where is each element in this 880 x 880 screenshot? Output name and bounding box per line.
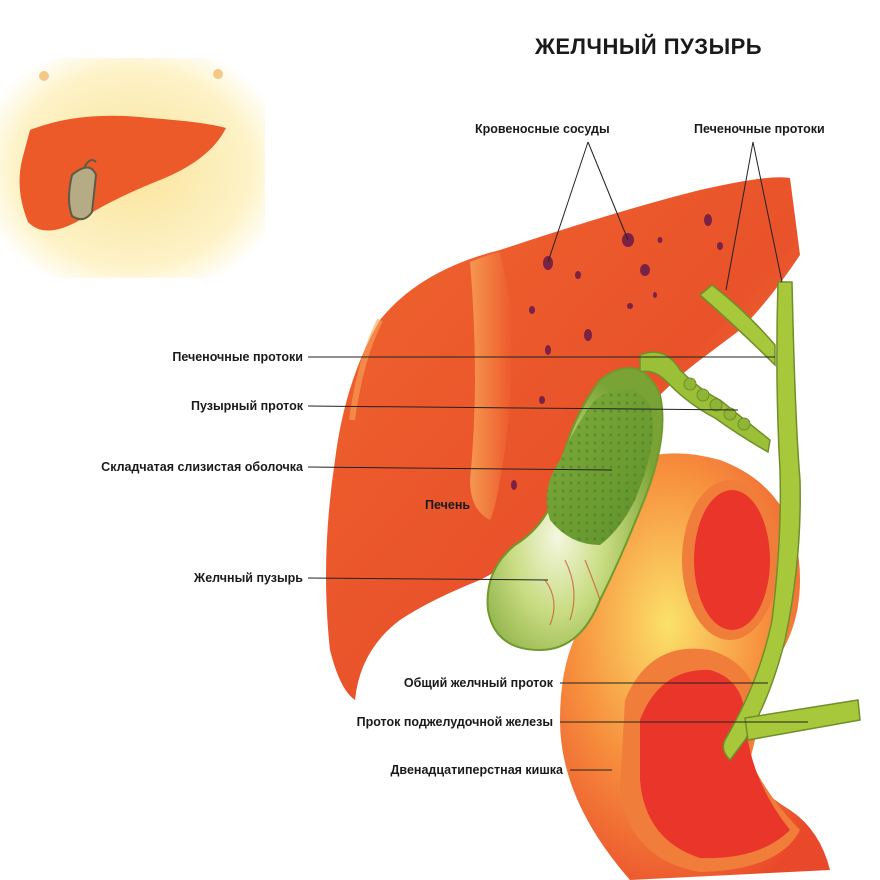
- duodenum: [560, 453, 830, 880]
- blood-vessel-holes: [511, 214, 723, 490]
- label-blood-vessels: Кровеносные сосуды: [475, 122, 610, 136]
- inset-gallbladder: [68, 166, 98, 221]
- label-common-bile-duct: Общий желчный проток: [403, 676, 553, 690]
- label-duodenum: Двенадцатиперстная кишка: [390, 763, 563, 777]
- page-title: ЖЕЛЧНЫЙ ПУЗЫРЬ: [535, 34, 763, 59]
- label-liver: Печень: [425, 498, 471, 512]
- label-hepatic-ducts-left: Печеночные протоки: [172, 350, 303, 364]
- label-mucosa: Складчатая слизистая оболочка: [101, 460, 303, 474]
- label-cystic-duct: Пузырный проток: [190, 399, 303, 413]
- bile-ducts: [639, 281, 861, 762]
- label-pancreatic-duct: Проток поджелудочной железы: [356, 715, 553, 729]
- label-gallbladder: Желчный пузырь: [193, 571, 303, 585]
- inset-torso: [0, 58, 265, 278]
- label-hepatic-ducts-top: Печеночные протоки: [694, 122, 825, 136]
- cystic-duct: [639, 351, 771, 454]
- liver: [326, 177, 800, 700]
- leader-lines: [307, 141, 808, 771]
